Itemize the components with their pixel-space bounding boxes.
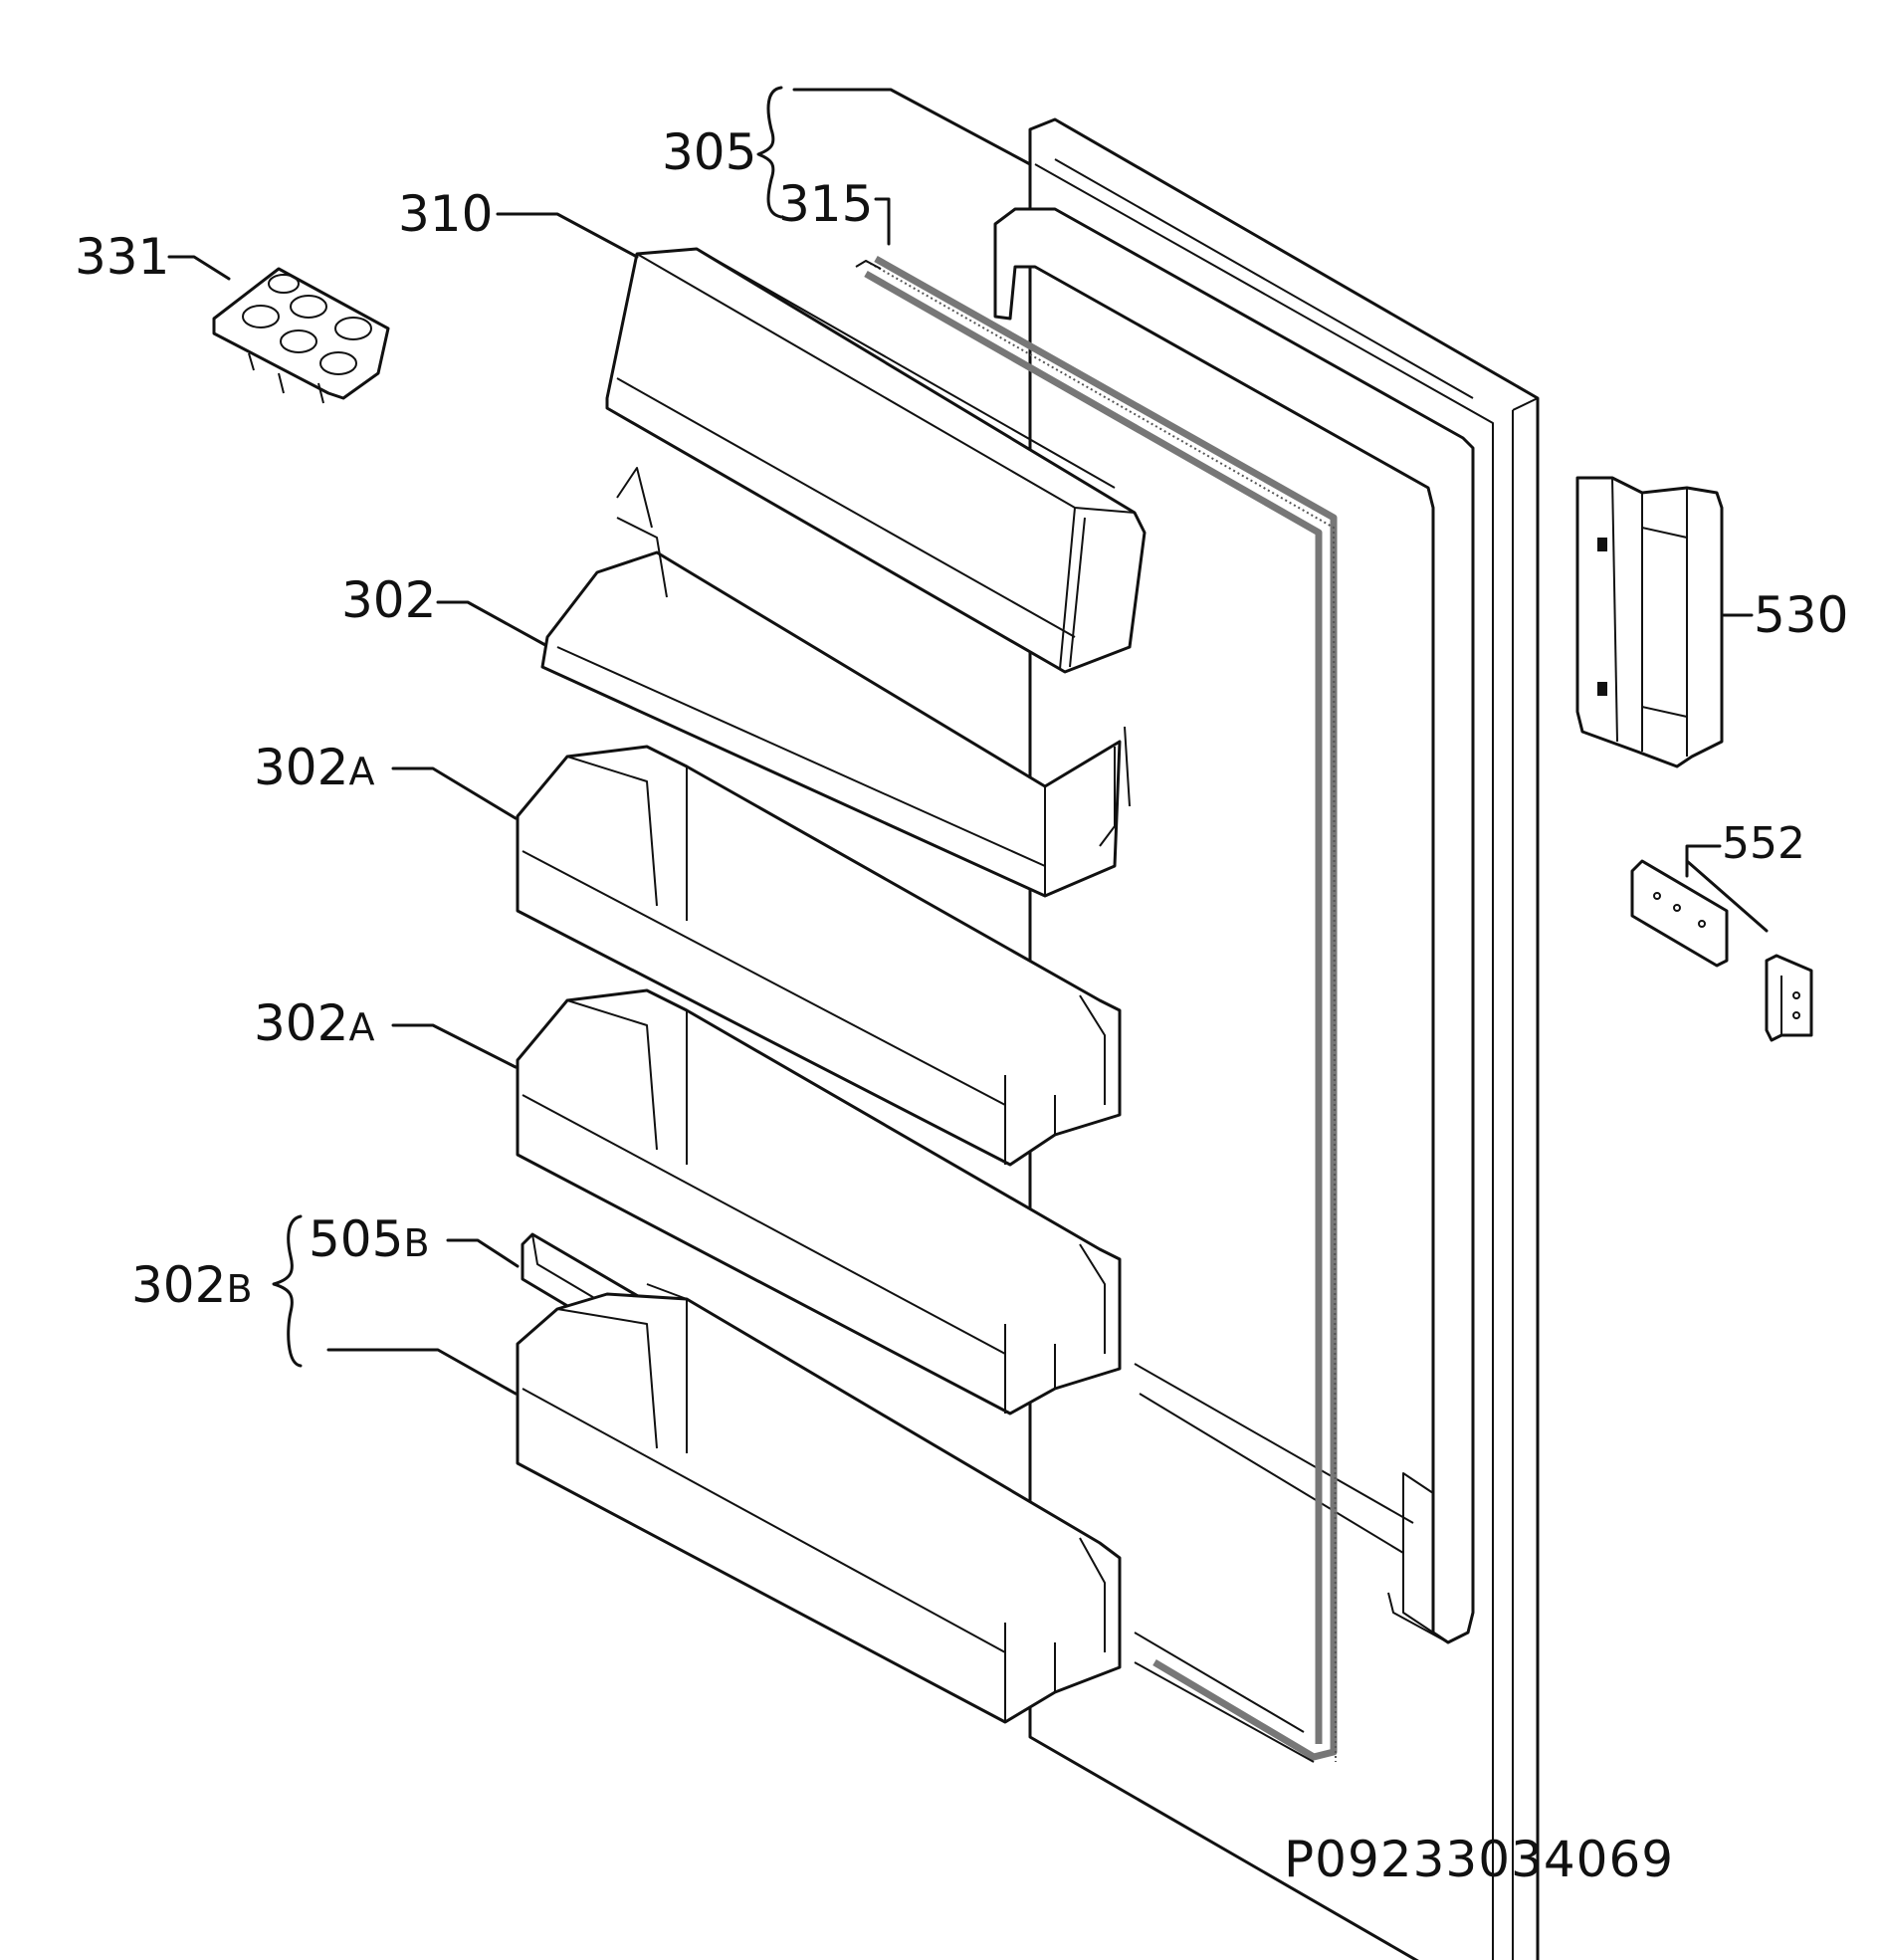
- door-panel: [993, 117, 1540, 1960]
- door-shelf-302b: [516, 1283, 1122, 1724]
- label-305: 305: [662, 123, 756, 181]
- dairy-compartment: [605, 247, 1147, 674]
- label-552: 552: [1722, 818, 1805, 869]
- door-shelf-302: [540, 467, 1131, 898]
- leader-lines: [167, 86, 1769, 1396]
- egg-tray: [212, 267, 390, 404]
- label-302: 302: [341, 571, 436, 629]
- label-530: 530: [1754, 586, 1848, 644]
- label-315: 315: [778, 175, 873, 233]
- door-handle-530: [1575, 476, 1724, 768]
- label-331: 331: [75, 228, 169, 286]
- label-505b: 505B: [309, 1210, 430, 1268]
- drawing-code: P09233034069: [1284, 1831, 1674, 1888]
- hinge-brackets-552: [1630, 859, 1813, 1042]
- callout-labels: 305 315 310 331 302 302A 302A 505B 302B …: [75, 123, 1848, 1888]
- door-gasket: [855, 255, 1338, 1763]
- door-shelf-302a-bottom: [516, 988, 1122, 1416]
- door-shelf-302a-top: [516, 745, 1122, 1167]
- label-302a-bottom: 302A: [254, 994, 374, 1052]
- label-302b: 302B: [131, 1256, 253, 1314]
- label-302a-top: 302A: [254, 739, 374, 796]
- label-310: 310: [398, 185, 493, 243]
